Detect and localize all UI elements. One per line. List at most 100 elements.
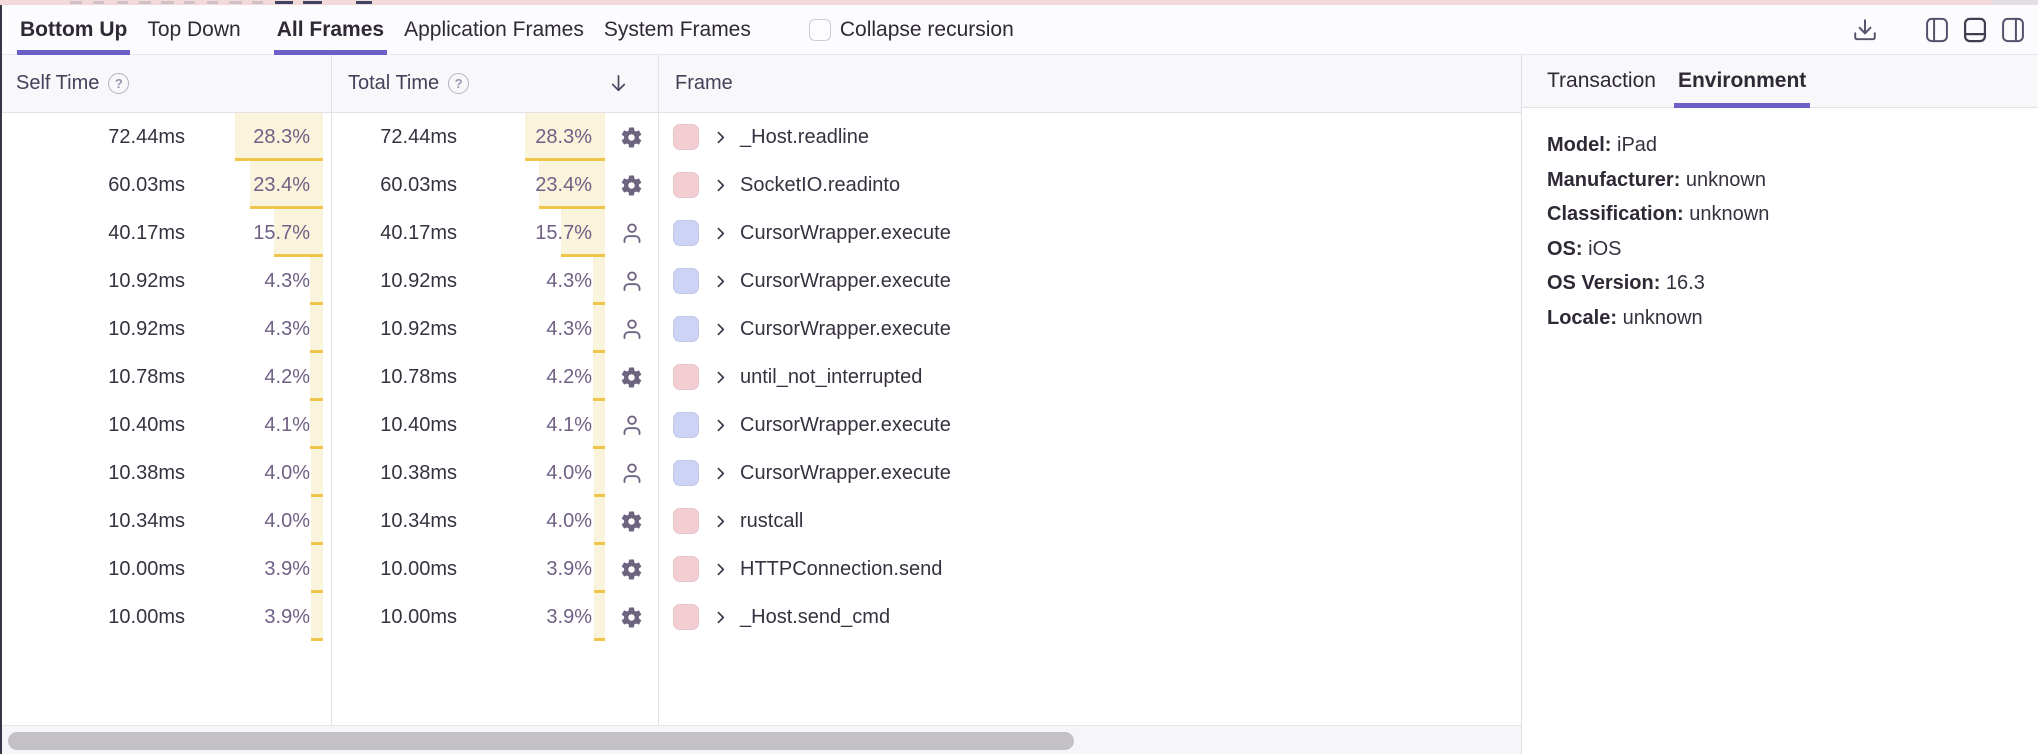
layout-right-panel-icon[interactable] [1998,13,2028,47]
chevron-right-icon[interactable] [712,177,729,194]
chevron-right-icon[interactable] [712,225,729,242]
download-icon[interactable] [1850,13,1880,47]
self-time-cell: 72.44ms 28.3% [0,113,331,161]
chevron-right-icon[interactable] [712,321,729,338]
toolbar-icons [1842,13,2038,47]
self-time-cell: 40.17ms 15.7% [0,209,331,257]
flamegraph-label-fragment [207,1,218,4]
chevron-right-icon[interactable] [712,273,729,290]
frame-column-header[interactable]: Frame [658,55,1521,112]
total-time-percent-cell: 4.0% [493,449,605,497]
total-time-cell: 10.34ms 4.0% [331,497,658,545]
self-time-cell: 10.00ms 3.9% [0,545,331,593]
chevron-right-icon[interactable] [712,609,729,626]
chevron-right-icon[interactable] [712,513,729,530]
total-time-value: 10.92ms [380,318,457,340]
tab-system-frames[interactable]: System Frames [603,17,751,41]
frame-cell: CursorWrapper.execute [658,449,1521,497]
self-time-percent-cell: 15.7% [211,209,323,257]
self-time-percent: 4.3% [264,270,310,292]
horizontal-scrollbar[interactable] [0,725,1521,754]
tab-environment[interactable]: Environment [1673,55,1811,108]
table-row[interactable]: 10.38ms 4.0% 10.38ms 4.0% CursorWrapper.… [0,449,1521,497]
tab-transaction[interactable]: Transaction [1547,69,1656,92]
total-time-help-icon[interactable]: ? [448,73,470,94]
table-row[interactable]: 60.03ms 23.4% 60.03ms 23.4% SocketIO.rea… [0,161,1521,209]
chevron-right-icon[interactable] [712,561,729,578]
chevron-right-icon[interactable] [712,465,729,482]
total-time-cell: 72.44ms 28.3% [331,113,658,161]
tab-top-down[interactable]: Top Down [147,17,241,41]
self-time-value: 10.34ms [108,510,185,532]
collapse-recursion-checkbox[interactable] [808,18,831,41]
self-time-weight-bar [310,449,323,497]
environment-field: OS Version: 16.3 [1547,272,1705,294]
frame-name: HTTPConnection.send [740,557,943,580]
table-row[interactable]: 72.44ms 28.3% 72.44ms 28.3% _Host.readli… [0,113,1521,161]
table-row[interactable]: 10.34ms 4.0% 10.34ms 4.0% rustcall [0,497,1521,545]
collapse-recursion-control[interactable]: Collapse recursion [808,18,1014,42]
frame-name: _Host.readline [740,125,869,148]
self-time-weight-bar [274,209,323,257]
sort-descending-icon[interactable] [607,72,630,101]
self-time-value: 10.92ms [108,318,185,340]
frame-name: _Host.send_cmd [740,605,891,628]
total-time-cell: 10.92ms 4.3% [331,257,658,305]
frame-cell: SocketIO.readinto [658,161,1521,209]
layout-left-panel-icon[interactable] [1922,13,1952,47]
total-time-percent-cell: 28.3% [493,113,605,161]
chevron-right-icon[interactable] [712,369,729,386]
total-time-percent-cell: 4.2% [493,353,605,401]
total-time-value: 72.44ms [380,126,457,148]
self-time-cell: 60.03ms 23.4% [0,161,331,209]
table-row[interactable]: 10.78ms 4.2% 10.78ms 4.2% until_not_inte… [0,353,1521,401]
self-time-help-icon[interactable]: ? [108,73,130,94]
total-time-cell: 10.00ms 3.9% [331,545,658,593]
tab-bottom-up[interactable]: Bottom Up [16,5,131,55]
tab-application-frames[interactable]: Application Frames [404,17,584,41]
system-frame-gear-icon [605,161,658,209]
application-frame-person-icon [605,449,658,497]
total-time-weight-bar [593,545,605,593]
application-frame-person-icon [605,257,658,305]
total-time-weight-bar [593,353,605,401]
horizontal-scrollbar-thumb[interactable] [8,732,1074,750]
table-row[interactable]: 10.00ms 3.9% 10.00ms 3.9% _Host.send_cmd [0,593,1521,641]
self-time-header-label: Self Time [16,72,100,94]
window-left-edge [0,5,2,754]
system-frame-gear-icon [605,497,658,545]
table-row[interactable]: 10.92ms 4.3% 10.92ms 4.3% CursorWrapper.… [0,305,1521,353]
flamegraph-label-fragment [161,1,174,4]
details-panel-tabs: Transaction Environment [1522,55,2038,108]
layout-bottom-panel-icon[interactable] [1960,13,1990,47]
frame-color-chip [673,604,699,630]
total-time-column-header[interactable]: Total Time ? [331,55,658,112]
environment-field: Model: iPad [1547,134,1658,156]
table-row[interactable]: 10.00ms 3.9% 10.00ms 3.9% HTTPConnection… [0,545,1521,593]
frame-color-chip [673,508,699,534]
chevron-right-icon[interactable] [712,417,729,434]
column-divider [658,55,659,725]
tab-all-frames[interactable]: All Frames [273,5,388,55]
column-divider [331,55,332,725]
self-time-column-header[interactable]: Self Time ? [0,55,331,112]
chevron-right-icon[interactable] [712,129,729,146]
flamegraph-label-fragment [303,1,322,4]
table-row[interactable]: 10.40ms 4.1% 10.40ms 4.1% CursorWrapper.… [0,401,1521,449]
self-time-weight-bar [310,401,323,449]
flamegraph-strip-end [1992,0,2038,5]
self-time-weight-bar [250,161,323,209]
table-row[interactable]: 40.17ms 15.7% 40.17ms 15.7% CursorWrappe… [0,209,1521,257]
total-time-percent: 23.4% [535,174,592,196]
table-row[interactable]: 10.92ms 4.3% 10.92ms 4.3% CursorWrapper.… [0,257,1521,305]
total-time-percent: 3.9% [546,606,592,628]
self-time-percent: 4.0% [264,510,310,532]
table-rows: 72.44ms 28.3% 72.44ms 28.3% _Host.readli… [0,113,1521,725]
self-time-value: 60.03ms [108,174,185,196]
total-time-value: 10.78ms [380,366,457,388]
total-time-cell: 10.78ms 4.2% [331,353,658,401]
frame-cell: HTTPConnection.send [658,545,1521,593]
self-time-percent-cell: 23.4% [211,161,323,209]
total-time-percent: 4.0% [546,462,592,484]
view-toolbar: Bottom Up Top Down All Frames Applicatio… [2,5,2038,55]
